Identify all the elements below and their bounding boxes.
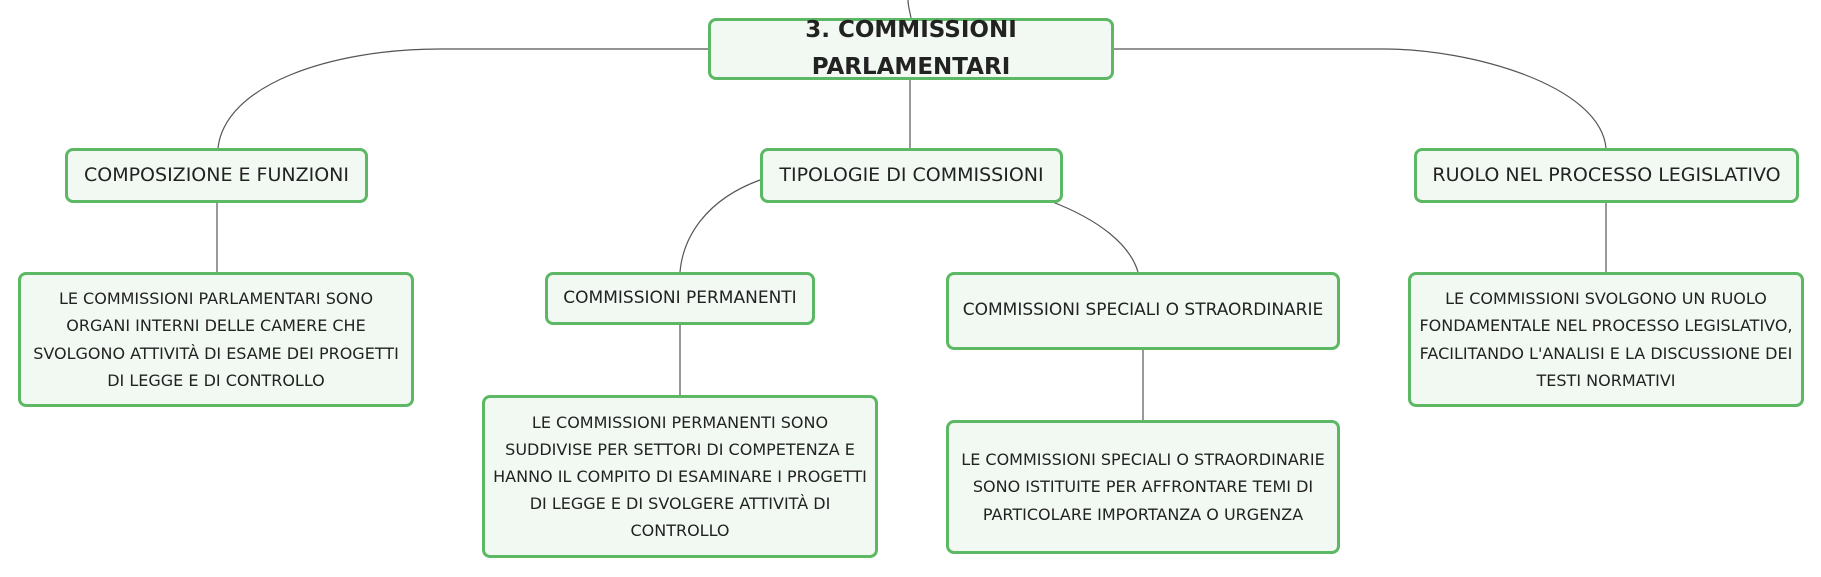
topic-ruolo-label: RUOLO NEL PROCESSO LEGISLATIVO <box>1432 164 1781 187</box>
desc-permanenti[interactable]: LE COMMISSIONI PERMANENTI SONO SUDDIVISE… <box>482 395 878 558</box>
desc-permanenti-text: LE COMMISSIONI PERMANENTI SONO SUDDIVISE… <box>493 412 867 541</box>
connector-root-composizione <box>217 48 708 149</box>
topic-permanenti-label: COMMISSIONI PERMANENTI <box>563 287 797 308</box>
topic-commissioni-speciali[interactable]: COMMISSIONI SPECIALI O STRAORDINARIE <box>946 272 1340 350</box>
topic-tipologie-label: TIPOLOGIE DI COMMISSIONI <box>779 164 1044 187</box>
connector-to-parent <box>907 0 912 19</box>
desc-composizione-text: LE COMMISSIONI PARLAMENTARI SONO ORGANI … <box>33 289 399 390</box>
connector-root-ruolo <box>1112 48 1607 149</box>
desc-speciali[interactable]: LE COMMISSIONI SPECIALI O STRAORDINARIE … <box>946 420 1340 554</box>
desc-ruolo[interactable]: LE COMMISSIONI SVOLGONO UN RUOLO FONDAME… <box>1408 272 1804 407</box>
topic-commissioni-permanenti[interactable]: COMMISSIONI PERMANENTI <box>545 272 815 325</box>
root-topic[interactable]: 3. COMMISSIONI PARLAMENTARI <box>708 17 1114 80</box>
topic-composizione-funzioni[interactable]: COMPOSIZIONE E FUNZIONI <box>65 148 368 203</box>
connector-tipologie-speciali <box>1049 200 1139 273</box>
topic-composizione-label: COMPOSIZIONE E FUNZIONI <box>83 164 349 187</box>
topic-ruolo-processo-legislativo[interactable]: RUOLO NEL PROCESSO LEGISLATIVO <box>1414 148 1799 203</box>
root-topic-label: 3. COMMISSIONI PARLAMENTARI <box>805 17 1017 80</box>
topic-tipologie-commissioni[interactable]: TIPOLOGIE DI COMMISSIONI <box>760 148 1063 203</box>
connector-tipologie-permanenti <box>679 179 761 273</box>
topic-speciali-label: COMMISSIONI SPECIALI O STRAORDINARIE <box>962 300 1324 321</box>
desc-speciali-text: LE COMMISSIONI SPECIALI O STRAORDINARIE … <box>961 450 1325 524</box>
desc-ruolo-text: LE COMMISSIONI SVOLGONO UN RUOLO FONDAME… <box>1419 289 1793 390</box>
desc-composizione[interactable]: LE COMMISSIONI PARLAMENTARI SONO ORGANI … <box>18 272 414 407</box>
